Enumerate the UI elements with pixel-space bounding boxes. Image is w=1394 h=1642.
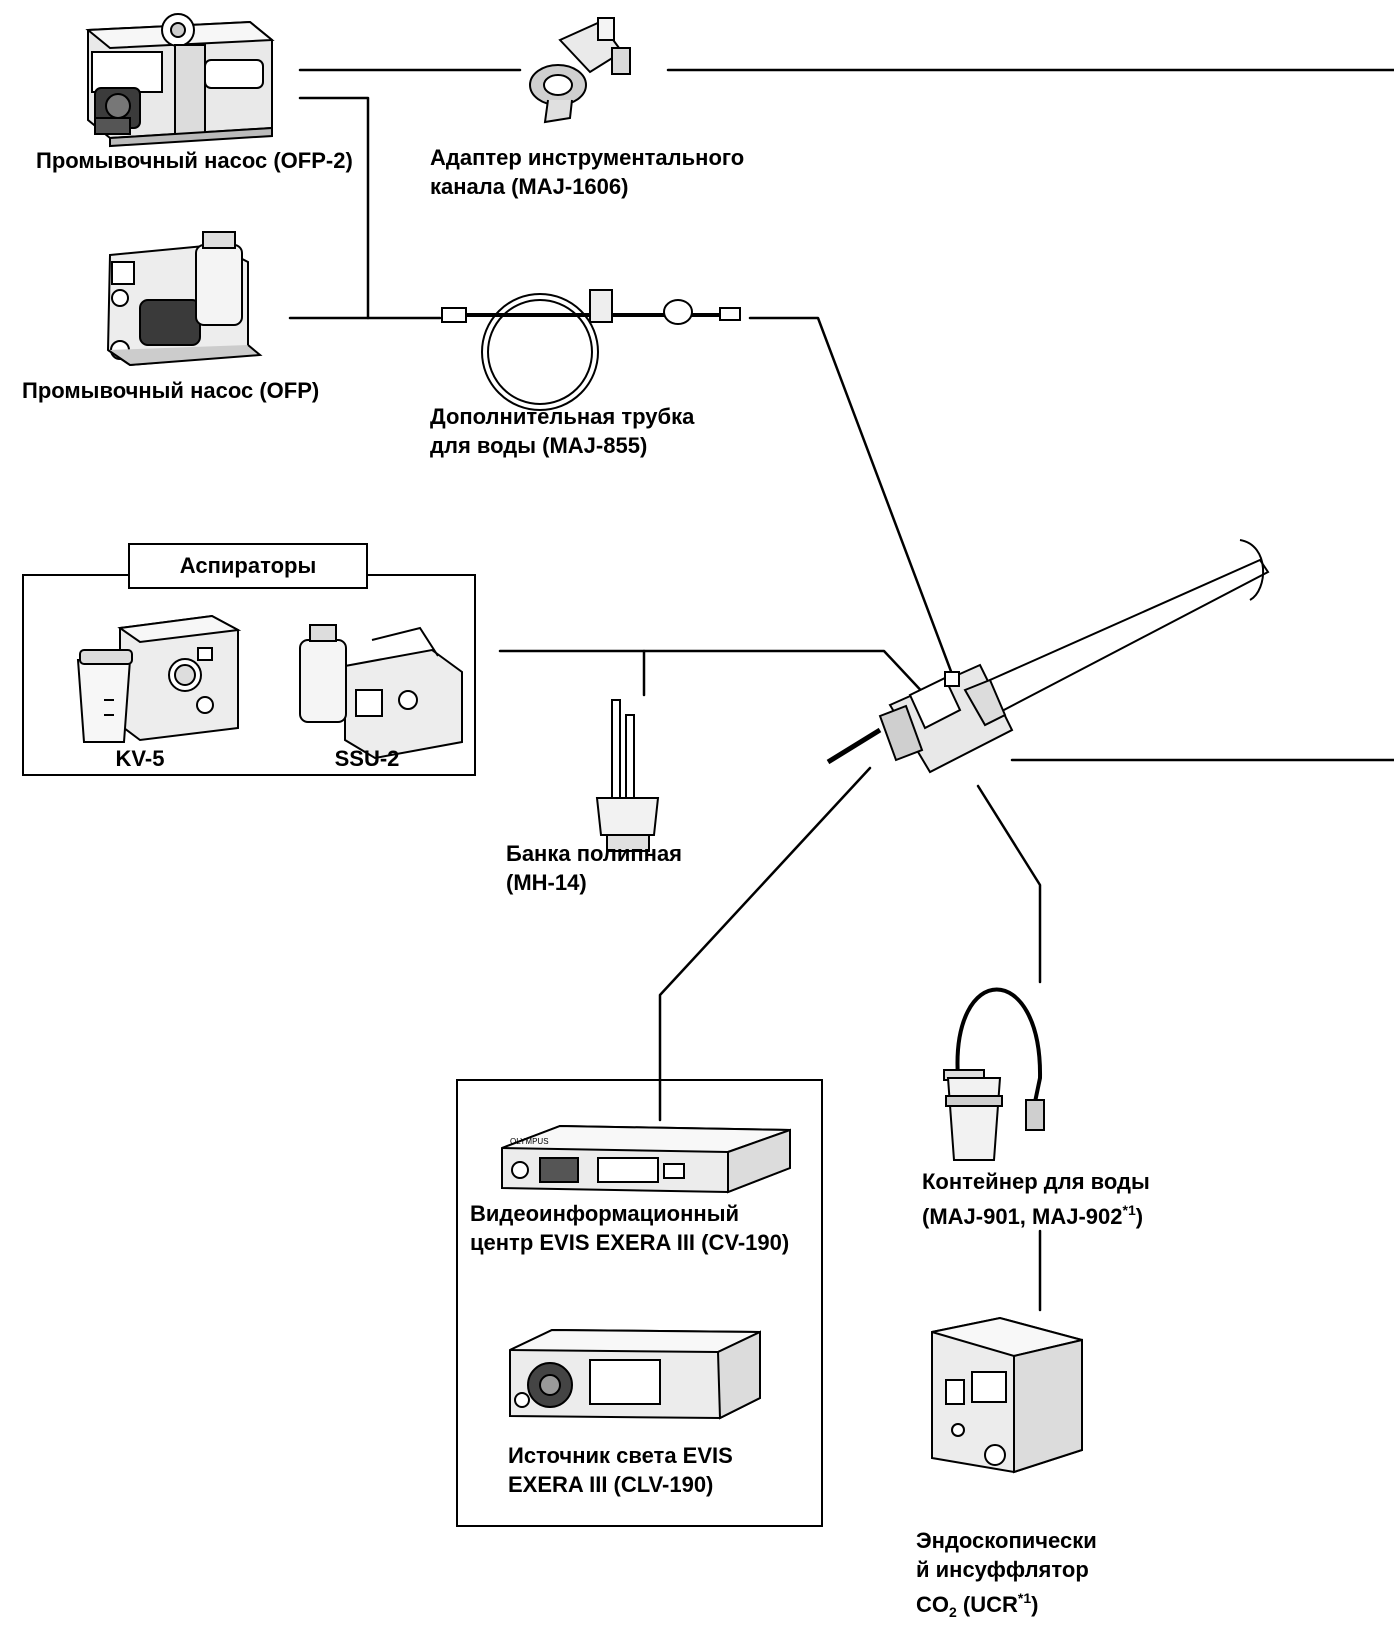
- endoscope-illustration: [828, 540, 1268, 772]
- clv190-label-line2: EXERA III (CLV-190): [508, 1470, 713, 1499]
- cv190-label-line2: центр EVIS EXERA III (CV-190): [470, 1228, 789, 1257]
- maj1606-label-line2: канала (MAJ-1606): [430, 172, 628, 201]
- ucr-label-line3: CO2 (UCR*1): [916, 1584, 1038, 1627]
- line-tube-scope: [750, 318, 958, 690]
- maj855-label-line2: для воды (MAJ-855): [430, 431, 647, 460]
- mh14-label-line2: (MH-14): [506, 868, 587, 897]
- maj1606-label-line1: Адаптер инструментального: [430, 143, 744, 172]
- kv5-label: KV-5: [100, 744, 180, 773]
- ofp-pump-illustration: [108, 232, 260, 365]
- ofp-label: Промывочный насос (OFP): [22, 376, 319, 405]
- clv190-label-line1: Источник света EVIS: [508, 1441, 733, 1470]
- ucr-illustration: [932, 1318, 1082, 1472]
- ofp2-label: Промывочный насос (OFP-2): [36, 146, 353, 175]
- mh14-polyp-jar-illustration: [597, 700, 658, 851]
- line-aspirators-scope: [500, 651, 928, 698]
- ssu2-label: SSU-2: [322, 744, 412, 773]
- ucr-label-line2: й инсуффлятор: [916, 1555, 1089, 1584]
- aspirators-title: Аспираторы: [128, 551, 368, 580]
- line-scope-processors: [660, 768, 870, 1120]
- maj1606-adapter-illustration: [530, 18, 630, 122]
- line-scope-water: [978, 786, 1040, 982]
- water-container-label-line1: Контейнер для воды: [922, 1167, 1150, 1196]
- maj855-tube-illustration: [442, 290, 740, 410]
- line-ofp2-junction: [300, 98, 368, 318]
- cv190-label-line1: Видеоинформационный: [470, 1199, 739, 1228]
- ofp2-pump-illustration: [88, 14, 272, 146]
- water-container-label-line2: (MAJ-901, MAJ-902*1): [922, 1196, 1143, 1231]
- water-container-illustration: [944, 990, 1044, 1161]
- mh14-label-line1: Банка полипная: [506, 839, 682, 868]
- ucr-label-line1: Эндоскопически: [916, 1526, 1097, 1555]
- maj855-label-line1: Дополнительная трубка: [430, 402, 694, 431]
